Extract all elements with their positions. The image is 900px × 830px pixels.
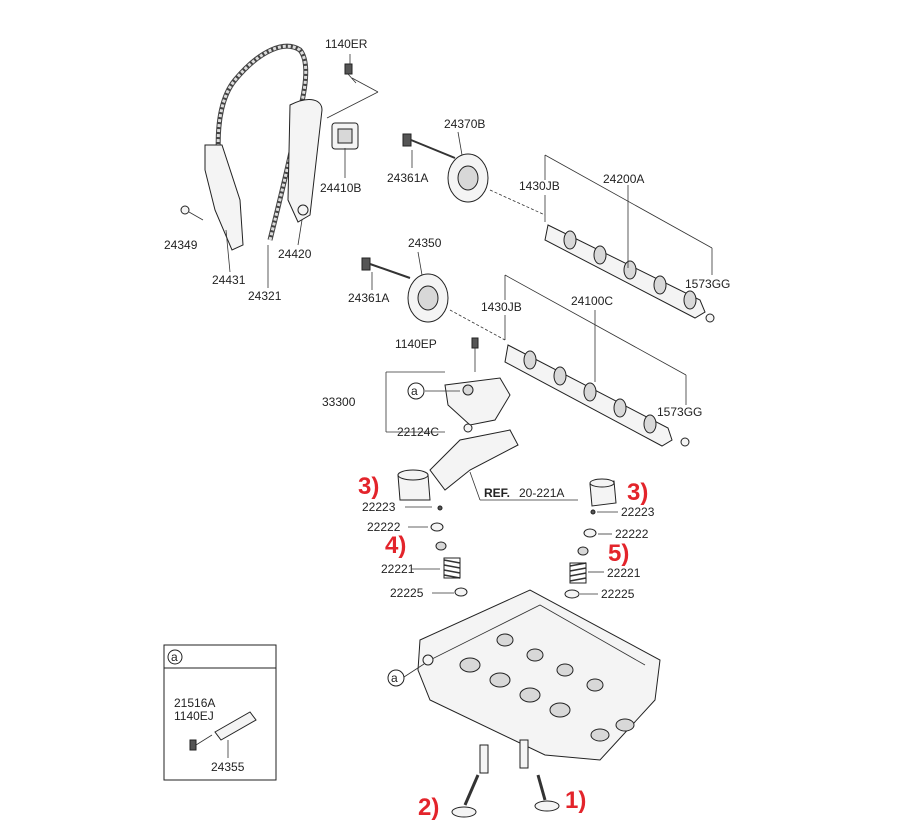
label-22225-right: 22225 [601, 587, 635, 601]
marker-3-left: 3) [358, 473, 379, 500]
label-24200A: 24200A [603, 172, 644, 186]
label-24321: 24321 [248, 289, 282, 303]
label-22223-right: 22223 [621, 505, 655, 519]
callout-a-upper-text: a [411, 384, 418, 398]
label-24431: 24431 [212, 273, 246, 287]
detail-box-a [163, 644, 277, 781]
lower-camshaft-group [361, 257, 690, 447]
callout-a-lower [387, 669, 405, 687]
label-22225-left: 22225 [390, 586, 424, 600]
label-1573GG-top: 1573GG [685, 277, 730, 291]
ref-number: 20-221A [519, 486, 564, 500]
label-24410B: 24410B [320, 181, 361, 195]
timing-chain-group [180, 43, 359, 251]
label-1430JB-mid: 1430JB [481, 300, 522, 314]
label-24361A-top: 24361A [387, 171, 428, 185]
label-1573GG-mid: 1573GG [657, 405, 702, 419]
label-1140EP: 1140EP [395, 337, 437, 351]
label-24100C: 24100C [571, 294, 613, 308]
label-24361A-mid: 24361A [348, 291, 389, 305]
ocv-valve [214, 711, 257, 741]
ref-prefix: REF. [484, 486, 510, 500]
label-22124C: 22124C [397, 425, 439, 439]
label-1140EJ: 1140EJ [174, 709, 214, 723]
label-24355: 24355 [211, 760, 245, 774]
ocv-bracket-group [429, 337, 578, 501]
rocker-support [429, 429, 519, 491]
cam-cap-bracket [444, 377, 511, 426]
label-22221-right: 22221 [607, 566, 641, 580]
label-24349: 24349 [164, 238, 198, 252]
label-24420: 24420 [278, 247, 312, 261]
valve-train-right [564, 478, 617, 599]
detail-box-a-title: a [171, 650, 178, 664]
label-33300: 33300 [322, 395, 356, 409]
label-22223-left: 22223 [362, 500, 396, 514]
marker-2: 2) [418, 794, 439, 821]
valve-intake [451, 806, 477, 818]
label-24350: 24350 [408, 236, 442, 250]
callout-a-lower-text: a [391, 671, 398, 685]
label-1140ER: 1140ER [325, 37, 368, 51]
label-21516A: 21516A [174, 696, 215, 710]
label-22222-left: 22222 [367, 520, 401, 534]
marker-1: 1) [565, 787, 586, 814]
label-22222-right: 22222 [615, 527, 649, 541]
marker-3-right: 3) [627, 479, 648, 506]
chain-guide-left [204, 144, 244, 251]
callout-a-upper [407, 382, 425, 400]
marker-5: 5) [608, 540, 629, 567]
bolt-24349 [180, 205, 190, 215]
cylinder-head [417, 589, 661, 761]
valve-exhaust [534, 800, 560, 812]
upper-camshaft-group [402, 133, 715, 323]
valve-train-left [397, 469, 468, 597]
label-24370B: 24370B [444, 117, 485, 131]
label-1430JB-top: 1430JB [519, 179, 560, 193]
label-22221-left: 22221 [381, 562, 415, 576]
tensioner-arm [287, 99, 323, 223]
marker-4: 4) [385, 532, 406, 559]
valves [451, 739, 560, 818]
